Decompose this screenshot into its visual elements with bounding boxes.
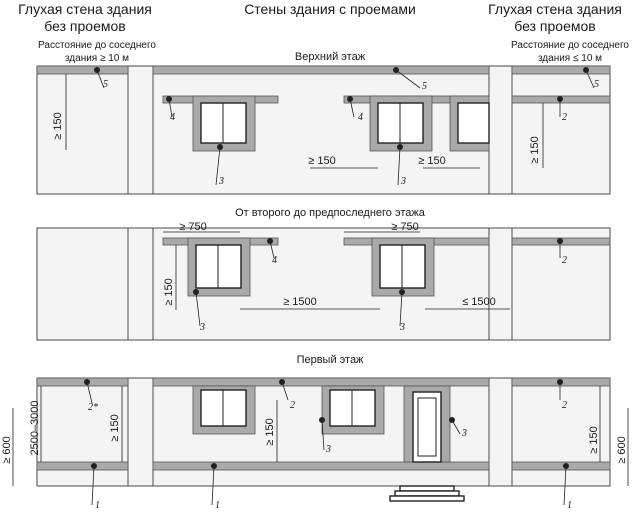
first-dim-150-right: ≥ 150 xyxy=(588,426,600,453)
label-1-right: 1 xyxy=(567,500,572,511)
top-floor: Верхний этаж ≥ 150 ≥ 150 ≥ 150 ≥ 150 5 5 xyxy=(36,51,611,195)
first-door xyxy=(412,391,442,463)
distance-note-right-line1: Расстояние до соседнего xyxy=(511,40,629,51)
floor-label-top: Верхний этаж xyxy=(295,51,366,63)
label-3-first-window: 3 xyxy=(325,444,331,455)
mid-leader-3-left xyxy=(195,291,201,327)
label-5-center: 5 xyxy=(422,81,427,92)
first-band-left-top xyxy=(36,377,129,387)
mid-leader-3-center xyxy=(399,291,403,327)
top-band-left xyxy=(36,65,129,75)
first-leader-1-center xyxy=(211,465,215,506)
first-band-center-bottom xyxy=(152,461,490,471)
first-dim-600-left: ≥ 600 xyxy=(1,436,13,463)
mid-dim-750-right: ≥ 750 xyxy=(391,221,418,233)
label-2-first-right: 2 xyxy=(562,400,567,411)
header-left-line1: Глухая стена здания xyxy=(18,1,152,17)
top-leader-3-center xyxy=(397,146,401,186)
first-band-right-bottom xyxy=(511,461,611,471)
label-3-middle-left: 3 xyxy=(199,322,205,333)
label-4-left: 4 xyxy=(170,112,175,123)
distance-note-left-line1: Расстояние до соседнего xyxy=(38,40,156,51)
label-3-middle-center: 3 xyxy=(399,322,405,333)
top-dim-gap-150-1: ≥ 150 xyxy=(308,155,335,167)
distance-note-right-line2: здания ≤ 10 м xyxy=(538,53,602,64)
first-dim-150-left: ≥ 150 xyxy=(109,414,121,441)
label-1-left: 1 xyxy=(95,500,100,511)
label-1-center: 1 xyxy=(215,500,220,511)
top-band-center xyxy=(152,65,490,75)
floor-label-middle: От второго до предпоследнего этажа xyxy=(235,207,426,219)
top-leader-5-center xyxy=(395,69,421,89)
mid-dim-1500-le: ≤ 1500 xyxy=(462,296,496,308)
mid-dim-150: ≥ 150 xyxy=(163,278,175,305)
label-3-top-left: 3 xyxy=(218,176,224,187)
label-4-center: 4 xyxy=(358,112,363,123)
first-leader-3-door xyxy=(451,419,461,435)
first-dim-2500-3000: 2500–3000 xyxy=(29,400,41,455)
header-center: Стены здания с проемами xyxy=(244,1,416,17)
label-2star: 2* xyxy=(88,402,98,413)
top-dim-right-150: ≥ 150 xyxy=(529,136,541,163)
stair-step-2 xyxy=(394,490,460,497)
label-2-first-center: 2 xyxy=(290,400,295,411)
label-4-middle: 4 xyxy=(272,255,277,266)
label-3-first-door: 3 xyxy=(461,428,467,439)
top-leader-4-center xyxy=(349,98,355,118)
first-band-center-top xyxy=(152,377,490,387)
floor-label-first: Первый этаж xyxy=(297,354,364,366)
label-2-top-right: 2 xyxy=(562,112,567,123)
first-dim-600-right: ≥ 600 xyxy=(616,436,628,463)
header-left-line2: без проемов xyxy=(44,18,125,34)
header-right-line2: без проемов xyxy=(514,18,595,34)
label-2-middle-right: 2 xyxy=(562,255,567,266)
first-leader-2-center xyxy=(281,381,289,401)
mid-leader-4 xyxy=(269,240,275,259)
distance-note-left-line2: здания ≥ 10 м xyxy=(65,53,129,64)
label-5-left: 5 xyxy=(103,79,108,90)
first-leader-1-right xyxy=(563,465,567,506)
stair-step-3 xyxy=(389,495,465,502)
top-band-right xyxy=(511,65,611,75)
first-dim-150-center: ≥ 150 xyxy=(264,418,276,445)
first-floor: Первый этаж ≥ 600 2500–3000 ≥ 150 ≥ 150 xyxy=(1,354,629,511)
top-dim-gap-150-2: ≥ 150 xyxy=(418,155,445,167)
mid-dim-1500-ge: ≥ 1500 xyxy=(283,296,317,308)
first-leader-3-window xyxy=(321,419,325,451)
first-leader-1-left xyxy=(91,465,95,506)
first-band-left-bottom xyxy=(36,461,129,471)
middle-floor-wall xyxy=(36,227,611,341)
top-dim-left-150: ≥ 150 xyxy=(52,112,64,139)
top-leader-5-left xyxy=(96,69,105,89)
top-leader-5-right xyxy=(585,69,595,89)
first-door-panel xyxy=(417,397,437,457)
top-leader-3-left xyxy=(215,146,221,186)
top-window3-frame xyxy=(457,102,490,144)
header-right-line1: Глухая стена здания xyxy=(488,1,622,17)
label-5-right: 5 xyxy=(594,79,599,90)
stair-step-1 xyxy=(399,485,455,492)
first-leader-2star xyxy=(86,381,93,404)
top-leader-4-left xyxy=(168,98,173,118)
middle-floors: От второго до предпоследнего этажа ≥ 750… xyxy=(36,207,611,341)
mid-dim-750-left: ≥ 750 xyxy=(179,221,206,233)
label-3-top-center: 3 xyxy=(400,176,406,187)
top-floor-wall xyxy=(36,65,611,195)
